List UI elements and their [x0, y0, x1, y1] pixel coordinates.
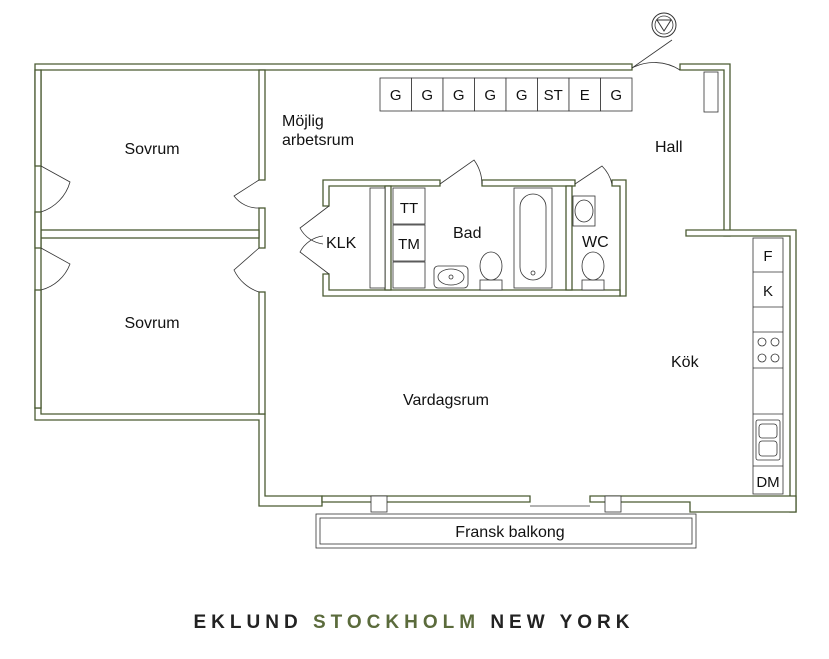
- interior-walls: [34, 69, 627, 415]
- doors: [40, 39, 681, 507]
- label-bad: Bad: [453, 225, 481, 242]
- wardrobe-label: G: [390, 87, 402, 104]
- outer-walls: [34, 63, 797, 513]
- wardrobe-label: G: [516, 87, 528, 104]
- bathroom-fixtures: [392, 187, 605, 291]
- label-sovrum-bottom: Sovrum: [124, 315, 179, 332]
- balcony: [315, 495, 697, 549]
- brand-new-york: NEW YORK: [490, 612, 634, 633]
- brand-eklund: EKLUND: [194, 612, 303, 633]
- kitchen-sink-icon: [755, 419, 781, 461]
- label-mojlig: Möjlig: [282, 113, 324, 130]
- label-sovrum-top: Sovrum: [124, 141, 179, 158]
- toilet-wc-icon: [581, 251, 605, 291]
- label-kitchen-dm: DM: [756, 474, 779, 491]
- wardrobe-cell: [600, 77, 633, 112]
- label-wc: WC: [582, 234, 609, 251]
- label-kitchen-k: K: [763, 283, 773, 300]
- brand-stockholm: STOCKHOLM: [313, 612, 480, 633]
- hall-cabinet: [703, 71, 719, 113]
- wardrobe-cell: [505, 77, 538, 112]
- label-hall: Hall: [655, 139, 683, 156]
- brand-footer: EKLUND STOCKHOLM NEW YORK: [194, 612, 635, 633]
- toilet-bad-icon: [479, 251, 503, 291]
- kitchen-counter: [752, 237, 784, 495]
- wardrobe-label: G: [610, 87, 622, 104]
- wardrobe-cell: [379, 77, 412, 112]
- wardrobe-cell: [474, 77, 507, 112]
- wardrobe-cell: [537, 77, 570, 112]
- label-kitchen-f: F: [763, 248, 772, 265]
- dryer-tm: [392, 224, 426, 262]
- label-fransk-balkong: Fransk balkong: [455, 524, 564, 541]
- klk-closet: [369, 187, 386, 289]
- wardrobe-label: G: [453, 87, 465, 104]
- label-klk: KLK: [326, 235, 357, 252]
- label-tm: TM: [398, 236, 420, 253]
- wardrobe-label: E: [580, 87, 590, 104]
- wardrobe-label: G: [484, 87, 496, 104]
- sink-icon: [433, 265, 469, 289]
- entrance-marker-icon: [651, 12, 677, 38]
- room-labels: Sovrum Sovrum Möjlig arbetsrum Hall KLK …: [124, 113, 779, 541]
- stove-icon: [757, 337, 780, 363]
- wardrobe-cell: [411, 77, 444, 112]
- wardrobe-cell: [568, 77, 601, 112]
- wardrobe-label: G: [421, 87, 433, 104]
- washer-tt: [392, 187, 426, 225]
- label-arbetsrum: arbetsrum: [282, 132, 354, 149]
- wardrobe-row: G G G G G ST E G: [379, 77, 633, 112]
- label-tt: TT: [400, 200, 418, 217]
- sink-wc-icon: [572, 195, 596, 227]
- label-vardagsrum: Vardagsrum: [403, 392, 489, 409]
- label-kok: Kök: [671, 354, 700, 371]
- wardrobe-label: ST: [544, 87, 563, 104]
- wardrobe-cell: [442, 77, 475, 112]
